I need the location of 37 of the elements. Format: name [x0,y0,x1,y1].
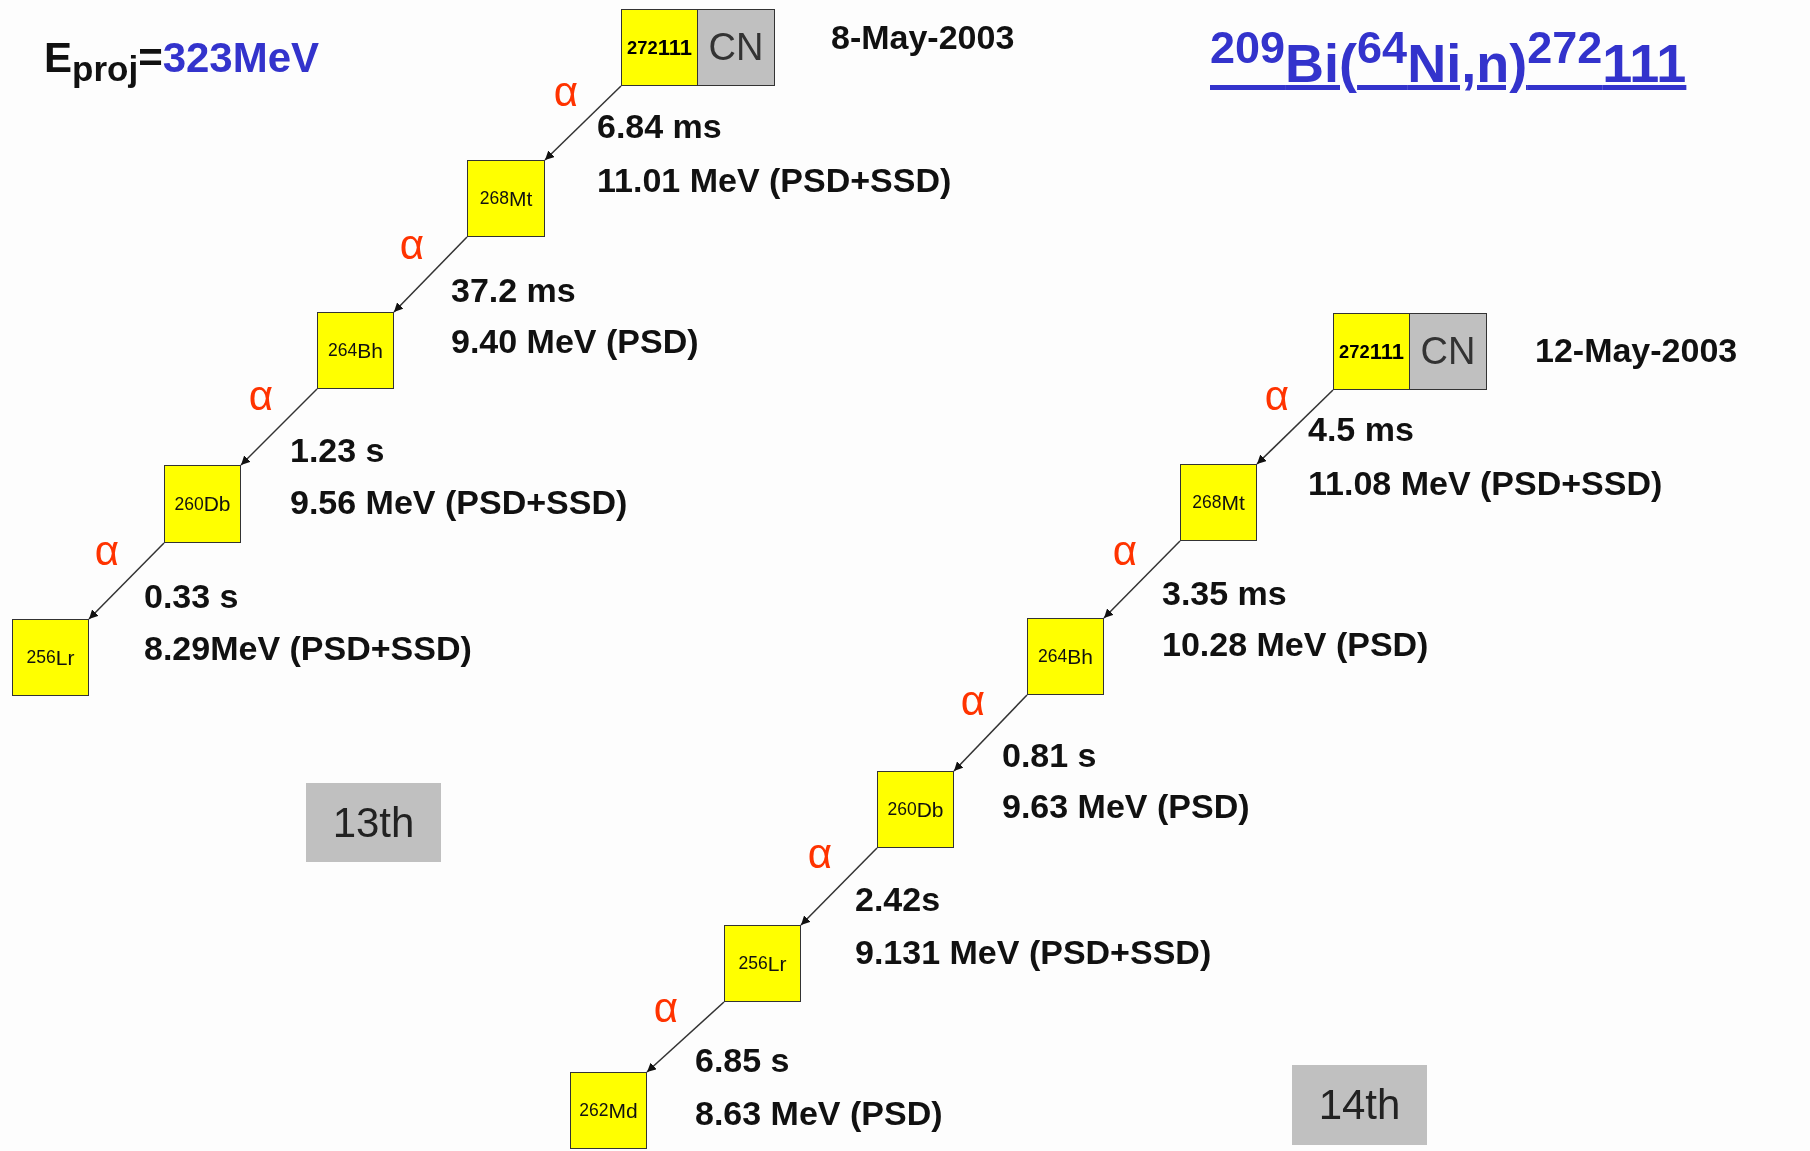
decay-data: 3.35 ms [1162,576,1287,610]
decay-data: 8.29MeV (PSD+SSD) [144,631,472,665]
arrow [1103,540,1181,619]
energy-label: E$_{proj}$= [44,37,163,87]
decay-data: 4.5 ms [1308,412,1414,446]
date-label: 8-May-2003 [831,20,1015,54]
decay-data: 11.01 MeV (PSD+SSD) [597,163,952,197]
decay-data: 9.63 MeV (PSD) [1002,789,1250,823]
arrow [953,694,1028,772]
decay-data: 0.81 s [1002,738,1097,772]
decay-data: 9.56 MeV (PSD+SSD) [290,485,628,519]
date-label: 12-May-2003 [1535,333,1738,367]
decay-data: 1.23 s [290,433,385,467]
arrow [646,1001,725,1073]
decay-data: 9.40 MeV (PSD) [451,324,699,358]
energy-value: 323MeV [162,37,320,79]
decay-data: 0.33 s [144,579,239,613]
arrow [240,388,318,466]
arrow [544,85,622,161]
decay-data: 9.131 MeV (PSD+SSD) [855,935,1212,969]
arrow [800,847,878,926]
event-tag: 14th [1292,1065,1427,1145]
decay-data: 11.08 MeV (PSD+SSD) [1308,466,1663,500]
cn-label: CN [1410,314,1486,389]
arrow [1256,389,1334,465]
decay-data: 6.84 ms [597,109,722,143]
decay-data: 10.28 MeV (PSD) [1162,627,1429,661]
arrow [88,542,165,620]
compound-nucleus-box [1333,313,1487,390]
event-tag: 13th [306,783,441,862]
decay-data: 37.2 ms [451,273,576,307]
compound-nucleus-box [621,9,775,86]
decay-data: 6.85 s [695,1043,790,1077]
decay-data: 8.63 MeV (PSD) [695,1096,943,1130]
arrow [393,236,468,313]
decay-data: 2.42s [855,882,941,916]
cn-label: CN [698,10,774,85]
